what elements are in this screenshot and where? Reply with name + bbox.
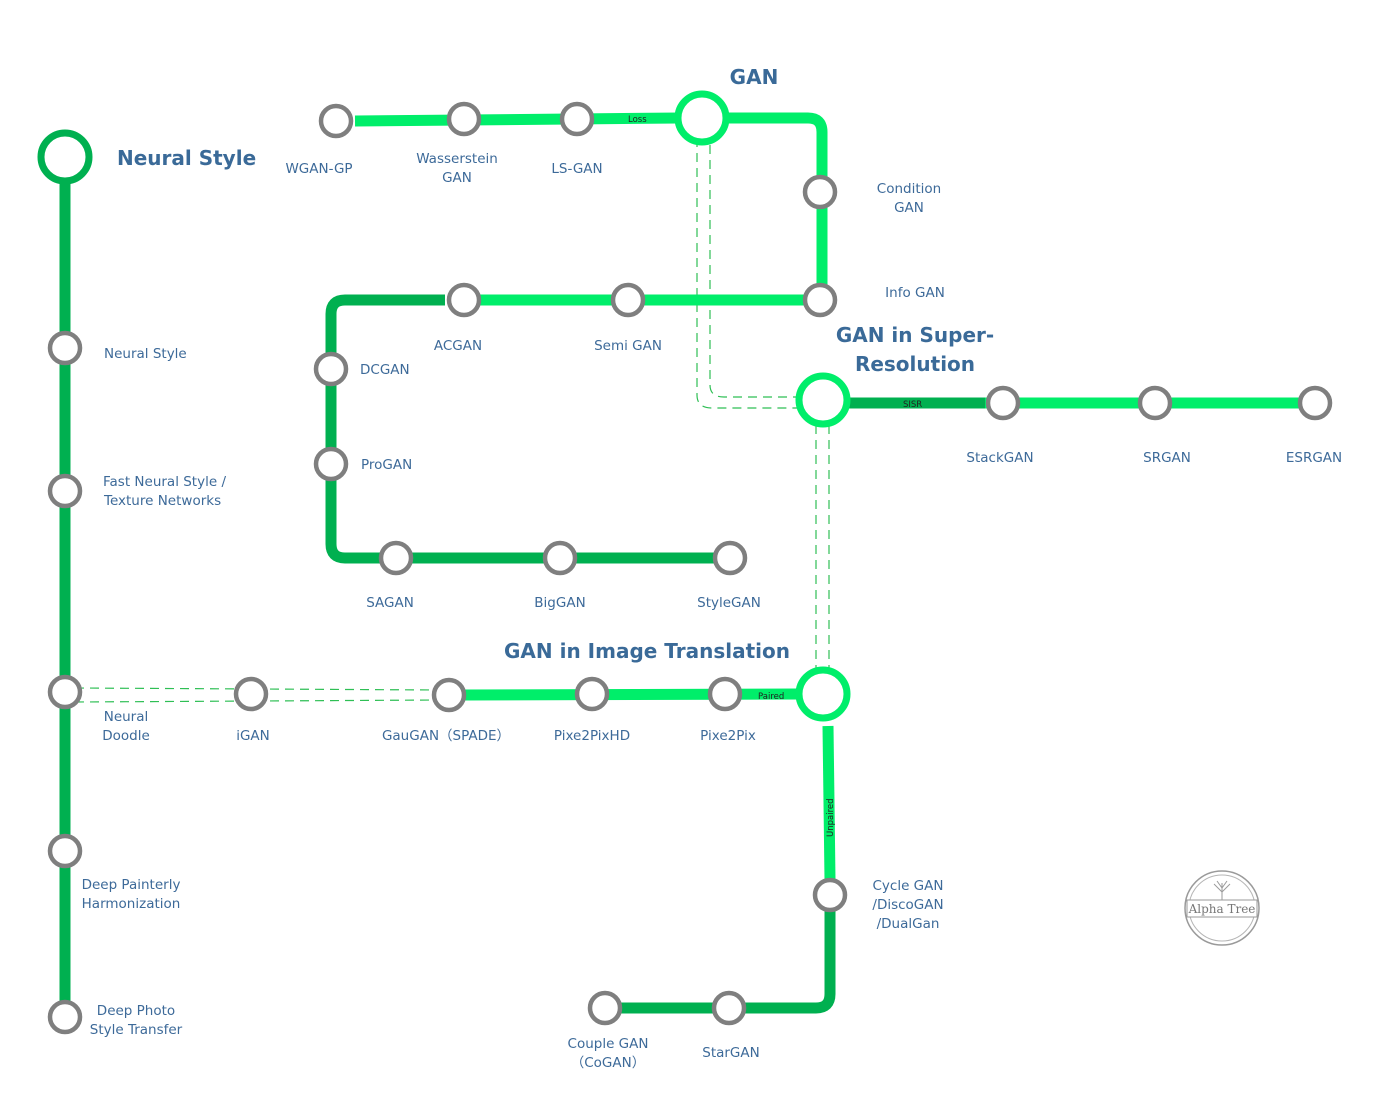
label-ls-gan: LS-GAN <box>551 161 602 177</box>
station-gaugan[interactable] <box>431 677 467 713</box>
label-wasserstein-2: GAN <box>442 170 472 186</box>
station-stargan[interactable] <box>711 990 747 1026</box>
label-deep-painterly-1: Deep Painterly <box>82 877 181 893</box>
hub-neural-style-circle[interactable] <box>37 129 93 185</box>
label-igan: iGAN <box>236 728 270 744</box>
hub-image-translation-circle[interactable] <box>795 666 851 722</box>
station-biggan[interactable] <box>542 540 578 576</box>
station-neural-doodle[interactable] <box>47 674 83 710</box>
station-pix2pixhd[interactable] <box>574 676 610 712</box>
dashed-gan-to-sr-outer <box>696 138 800 409</box>
line-unpaired-lower <box>620 880 836 1014</box>
label-deep-photo-1: Deep Photo <box>97 1003 175 1019</box>
logo-text-box <box>1186 899 1258 918</box>
line-condition-info <box>727 112 828 300</box>
label-cogan-2: （CoGAN） <box>571 1055 645 1071</box>
station-cycle-gan[interactable] <box>812 877 848 913</box>
hub-titles: GAN Neural Style GAN in Super- Resolutio… <box>117 65 994 663</box>
hub-circles <box>37 90 851 722</box>
metro-lines <box>59 112 1300 1014</box>
label-ns-neural-style: Neural Style <box>104 346 187 362</box>
hub-gan-title: GAN <box>730 65 779 89</box>
label-cogan-1: Couple GAN <box>568 1036 649 1052</box>
station-deep-photo[interactable] <box>47 999 83 1035</box>
station-condition-gan[interactable] <box>802 174 838 210</box>
edge-label-loss: Loss <box>628 115 647 125</box>
hub-gan-circle[interactable] <box>674 90 730 146</box>
station-stackgan[interactable] <box>985 385 1021 421</box>
label-stylegan: StyleGAN <box>697 595 761 611</box>
label-info-gan: Info GAN <box>885 285 945 301</box>
logo-text: Alpha Tree <box>1188 902 1256 916</box>
hub-super-resolution-circle[interactable] <box>795 372 851 428</box>
station-neural-style[interactable] <box>47 330 83 366</box>
station-esrgan[interactable] <box>1297 385 1333 421</box>
line-paired <box>464 688 801 701</box>
station-igan[interactable] <box>233 676 269 712</box>
label-acgan: ACGAN <box>434 338 482 354</box>
label-dcgan: DCGAN <box>360 362 410 378</box>
label-gaugan: GauGAN（SPADE） <box>382 728 510 744</box>
station-labels: WGAN-GP Wasserstein GAN LS-GAN Condition… <box>82 151 1343 1071</box>
station-dcgan[interactable] <box>313 351 349 387</box>
line-acgan-stylegan <box>325 294 715 564</box>
station-stylegan[interactable] <box>712 540 748 576</box>
label-sagan: SAGAN <box>366 595 414 611</box>
station-wgan-gp[interactable] <box>318 103 354 139</box>
dashed-gan-to-sr-inner <box>709 145 800 398</box>
label-deep-photo-2: Style Transfer <box>90 1022 183 1038</box>
label-srgan: SRGAN <box>1143 450 1191 466</box>
hub-super-resolution-title-2: Resolution <box>855 352 975 376</box>
label-deep-painterly-2: Harmonization <box>82 896 181 912</box>
dashed-connectors <box>74 138 830 703</box>
edge-label-sisr: SISR <box>903 400 922 410</box>
station-deep-painterly[interactable] <box>47 833 83 869</box>
hub-super-resolution-title-1: GAN in Super- <box>836 323 994 347</box>
label-cycle-3: /DualGan <box>877 916 940 932</box>
station-sagan[interactable] <box>378 540 414 576</box>
label-wasserstein-1: Wasserstein <box>416 151 498 167</box>
label-cycle-2: /DiscoGAN <box>872 897 943 913</box>
label-condition-1: Condition <box>877 181 941 197</box>
station-fast-neural-style[interactable] <box>47 473 83 509</box>
label-condition-2: GAN <box>894 200 924 216</box>
label-fast-ns-2: Texture Networks <box>103 493 221 509</box>
label-neural-doodle-1: Neural <box>104 709 149 725</box>
label-pix2pix: Pixe2Pix <box>700 728 756 744</box>
line-loss <box>354 112 681 127</box>
station-acgan[interactable] <box>446 282 482 318</box>
label-neural-doodle-2: Doodle <box>102 728 150 744</box>
label-stargan: StarGAN <box>702 1045 759 1061</box>
label-fast-ns-1: Fast Neural Style / <box>103 474 226 490</box>
edge-label-unpaired: Unpaired <box>826 798 836 837</box>
label-wgan-gp: WGAN-GP <box>285 161 352 177</box>
tree-icon <box>1213 880 1231 900</box>
label-semi-gan: Semi GAN <box>594 338 662 354</box>
label-cycle-1: Cycle GAN <box>873 878 944 894</box>
station-pix2pix[interactable] <box>707 676 743 712</box>
hub-neural-style-title: Neural Style <box>117 146 256 170</box>
edge-label-paired: Paired <box>758 692 784 702</box>
alpha-tree-logo: Alpha Tree <box>1184 870 1260 946</box>
label-biggan: BigGAN <box>534 595 585 611</box>
line-unpaired <box>822 725 836 881</box>
station-wasserstein-gan[interactable] <box>446 101 482 137</box>
station-info-gan[interactable] <box>802 282 838 318</box>
station-ls-gan[interactable] <box>559 101 595 137</box>
label-esrgan: ESRGAN <box>1286 450 1342 466</box>
hub-image-translation-title: GAN in Image Translation <box>504 639 790 663</box>
station-semi-gan[interactable] <box>610 282 646 318</box>
edge-tags: Loss SISR Paired Unpaired <box>628 115 922 837</box>
station-circles <box>47 101 1333 1035</box>
station-srgan[interactable] <box>1137 385 1173 421</box>
station-progan[interactable] <box>313 446 349 482</box>
label-progan: ProGAN <box>361 457 412 473</box>
label-pix2pixhd: Pixe2PixHD <box>554 728 630 744</box>
label-stackgan: StackGAN <box>966 450 1033 466</box>
station-cogan[interactable] <box>587 990 623 1026</box>
